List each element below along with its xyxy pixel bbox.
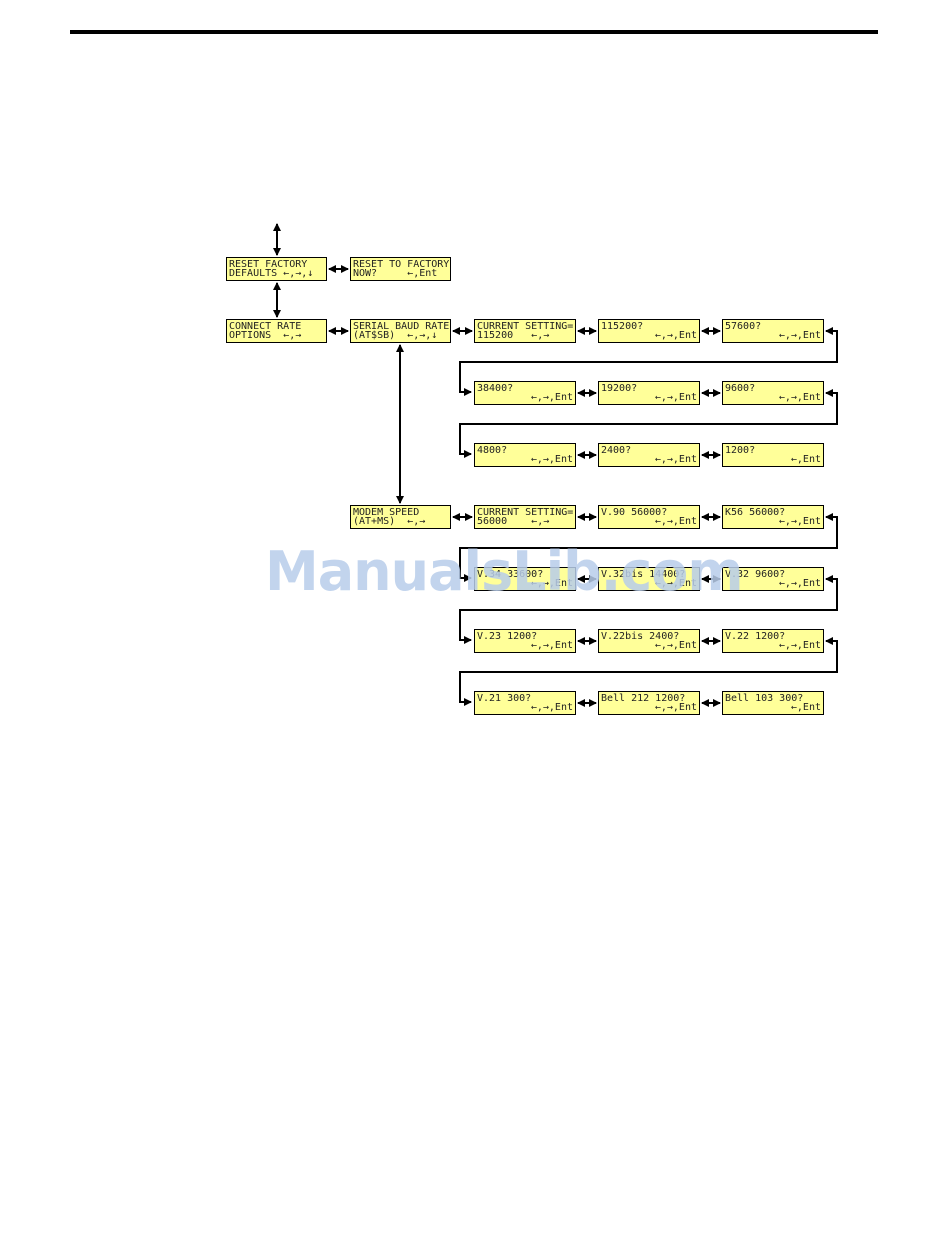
modem-option-v22bis[interactable]: V.22bis 2400? ←,→,Ent: [598, 629, 700, 653]
modem-option-v90[interactable]: V.90 56000? ←,→,Ent: [598, 505, 700, 529]
baud-option-2400[interactable]: 2400? ←,→,Ent: [598, 443, 700, 467]
watermark: ManualsLib.com: [265, 540, 744, 603]
top-rule: [70, 30, 878, 34]
box-line-2: ←,→,Ent: [530, 702, 573, 713]
menu-reset-factory-defaults[interactable]: RESET FACTORY DEFAULTS ←,→,↓: [226, 257, 327, 281]
box-line-2: (AT+MS) ←,→: [353, 516, 426, 527]
box-line-2: 56000 ←,→: [477, 516, 550, 527]
box-line-2: ←,Ent: [790, 454, 821, 465]
baud-option-57600[interactable]: 57600? ←,→,Ent: [722, 319, 824, 343]
box-line-1: 9600?: [725, 383, 756, 394]
box-line-2: ←,→,Ent: [530, 640, 573, 651]
box-line-2: ←,→,Ent: [654, 702, 697, 713]
box-line-2: ←,→,Ent: [778, 516, 821, 527]
box-line-2: ←,→,Ent: [654, 454, 697, 465]
wrap-modem-row3: [459, 637, 838, 706]
wrap-baud-row2: [459, 389, 838, 458]
box-line-1: 38400?: [477, 383, 514, 394]
box-line-2: DEFAULTS ←,→,↓: [229, 268, 314, 279]
modem-option-v22[interactable]: V.22 1200? ←,→,Ent: [722, 629, 824, 653]
modem-option-v23[interactable]: V.23 1200? ←,→,Ent: [474, 629, 576, 653]
modem-option-v34[interactable]: V.34 33600? ←,→,Ent: [474, 567, 576, 591]
box-line-2: ←,→,Ent: [530, 392, 573, 403]
baud-option-4800[interactable]: 4800? ←,→,Ent: [474, 443, 576, 467]
baud-option-115200[interactable]: 115200? ←,→,Ent: [598, 319, 700, 343]
box-line-1: 4800?: [477, 445, 508, 456]
menu-modem-speed[interactable]: MODEM SPEED (AT+MS) ←,→: [350, 505, 451, 529]
box-line-2: ←,→,Ent: [654, 516, 697, 527]
box-line-2: NOW? ←,Ent: [353, 268, 438, 279]
box-line-1: SERIAL BAUD RATE: [353, 321, 450, 332]
box-line-1: CURRENT SETTING=: [477, 507, 574, 518]
modem-option-v32bis[interactable]: V.32bis 14400? ←,→,Ent: [598, 567, 700, 591]
modem-option-bell212[interactable]: Bell 212 1200? ←,→,Ent: [598, 691, 700, 715]
modem-option-v32[interactable]: V.32 9600? ←,→,Ent: [722, 567, 824, 591]
menu-serial-baud-rate[interactable]: SERIAL BAUD RATE (AT$SB) ←,→,↓: [350, 319, 451, 343]
baud-current-setting[interactable]: CURRENT SETTING= 115200 ←,→: [474, 319, 576, 343]
baud-option-9600[interactable]: 9600? ←,→,Ent: [722, 381, 824, 405]
baud-option-38400[interactable]: 38400? ←,→,Ent: [474, 381, 576, 405]
box-line-1: Bell 212 1200?: [601, 693, 686, 704]
box-line-2: ←,→,Ent: [654, 578, 697, 589]
box-line-2: ←,→,Ent: [778, 392, 821, 403]
box-line-1: K56 56000?: [725, 507, 786, 518]
modem-current-setting[interactable]: CURRENT SETTING= 56000 ←,→: [474, 505, 576, 529]
wrap-baud-row1: [459, 327, 838, 396]
box-line-1: CONNECT RATE: [229, 321, 302, 332]
baud-option-19200[interactable]: 19200? ←,→,Ent: [598, 381, 700, 405]
box-line-1: MODEM SPEED: [353, 507, 420, 518]
modem-option-k56[interactable]: K56 56000? ←,→,Ent: [722, 505, 824, 529]
box-line-1: 1200?: [725, 445, 756, 456]
box-line-2: 115200 ←,→: [477, 330, 550, 341]
box-line-2: ←,Ent: [790, 702, 821, 713]
box-line-2: ←,→,Ent: [654, 392, 697, 403]
menu-reset-to-factory-now[interactable]: RESET TO FACTORY NOW? ←,Ent: [350, 257, 451, 281]
wrap-modem-row1: [459, 513, 838, 582]
box-line-1: 19200?: [601, 383, 638, 394]
box-line-1: Bell 103 300?: [725, 693, 804, 704]
box-line-1: V.34 33600?: [477, 569, 544, 580]
box-line-1: V.90 56000?: [601, 507, 668, 518]
box-line-2: ←,→,Ent: [778, 578, 821, 589]
box-line-1: V.23 1200?: [477, 631, 538, 642]
box-line-1: RESET FACTORY: [229, 259, 308, 270]
box-line-1: 115200?: [601, 321, 644, 332]
modem-option-bell103[interactable]: Bell 103 300? ←,Ent: [722, 691, 824, 715]
box-line-2: ←,→,Ent: [654, 640, 697, 651]
box-line-1: V.22bis 2400?: [601, 631, 680, 642]
box-line-2: ←,→,Ent: [530, 454, 573, 465]
box-line-1: V.32bis 14400?: [601, 569, 686, 580]
box-line-1: V.22 1200?: [725, 631, 786, 642]
menu-connect-rate-options[interactable]: CONNECT RATE OPTIONS ←,→: [226, 319, 327, 343]
box-line-2: (AT$SB) ←,→,↓: [353, 330, 438, 341]
box-line-1: 57600?: [725, 321, 762, 332]
box-line-1: RESET TO FACTORY: [353, 259, 450, 270]
box-line-2: OPTIONS ←,→: [229, 330, 302, 341]
box-line-1: 2400?: [601, 445, 632, 456]
box-line-2: ←,→,Ent: [778, 330, 821, 341]
baud-option-1200[interactable]: 1200? ←,Ent: [722, 443, 824, 467]
modem-option-v21[interactable]: V.21 300? ←,→,Ent: [474, 691, 576, 715]
box-line-1: V.21 300?: [477, 693, 532, 704]
box-line-1: CURRENT SETTING=: [477, 321, 574, 332]
box-line-2: ←,→,Ent: [778, 640, 821, 651]
box-line-2: ←,→,Ent: [530, 578, 573, 589]
box-line-1: V.32 9600?: [725, 569, 786, 580]
box-line-2: ←,→,Ent: [654, 330, 697, 341]
wrap-modem-row2: [459, 575, 838, 644]
